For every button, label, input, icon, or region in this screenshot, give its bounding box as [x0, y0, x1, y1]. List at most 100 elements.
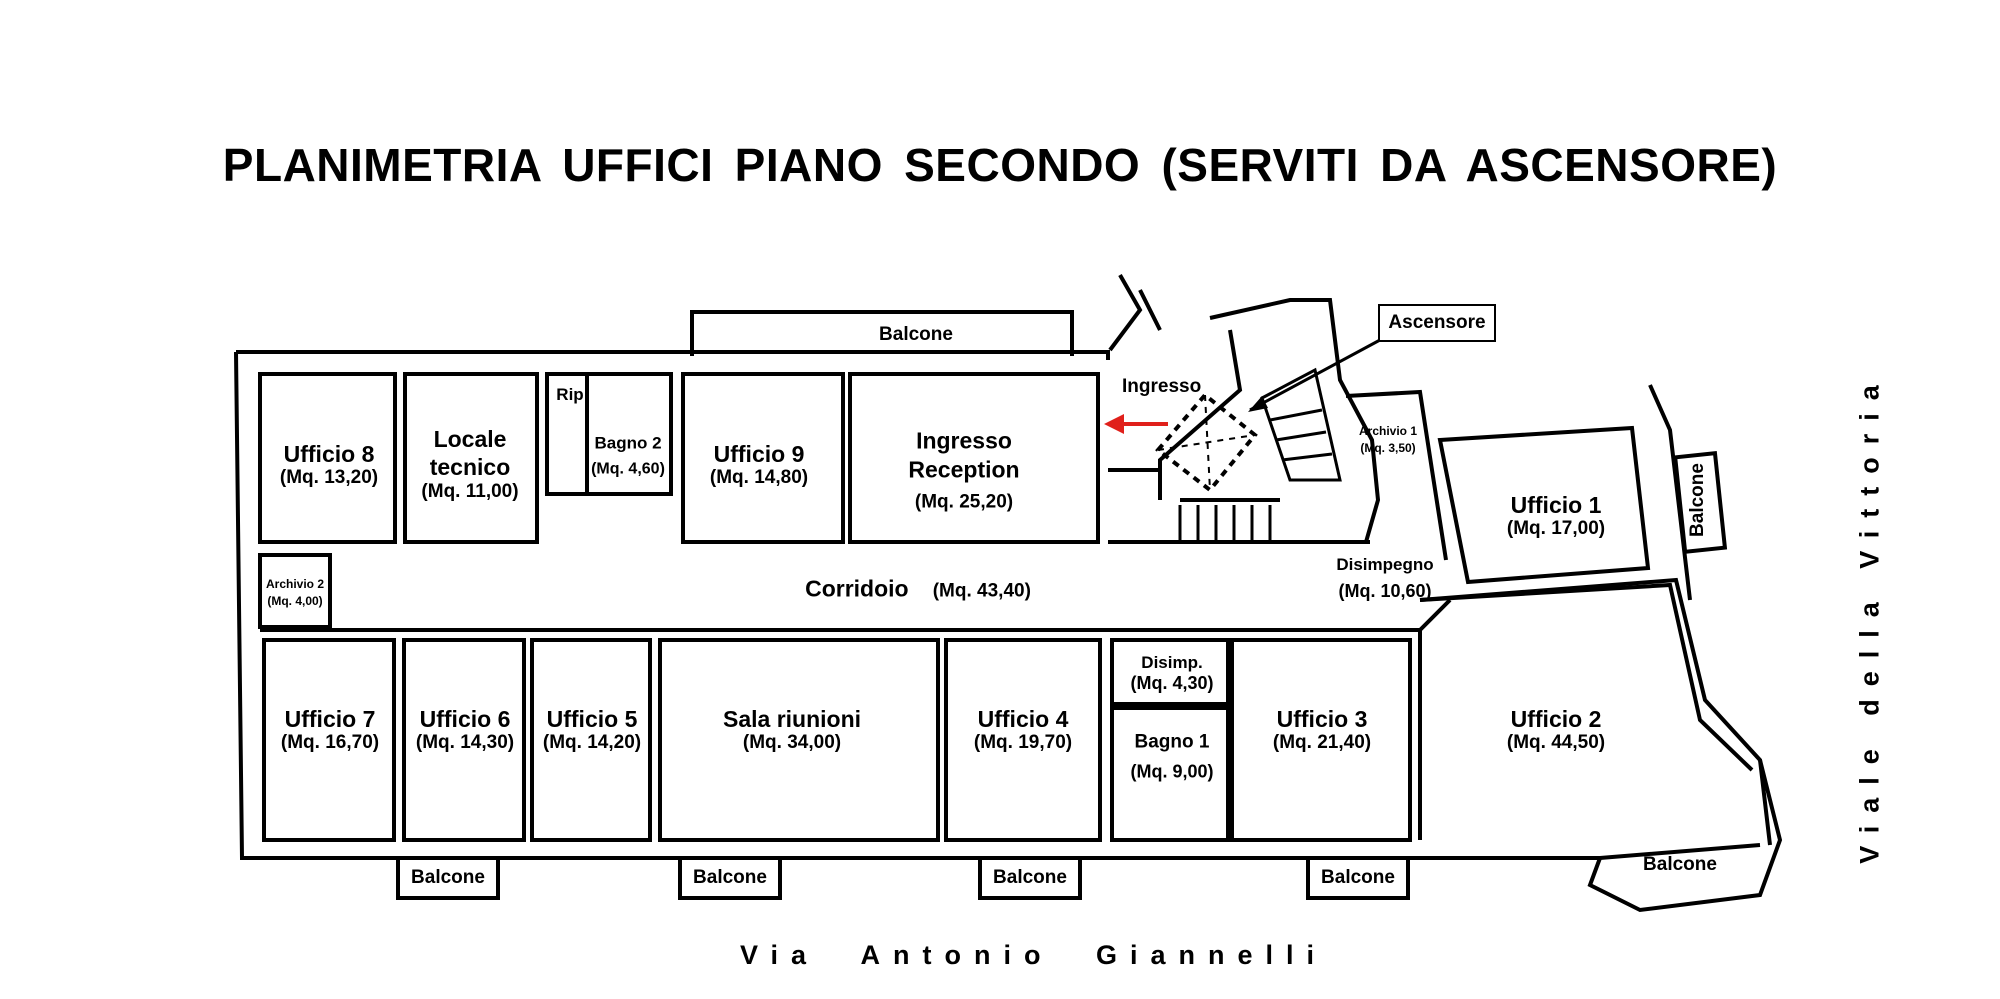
room-name: Sala riunioni	[722, 705, 862, 732]
room-area: (Mq. 3,50)	[1360, 441, 1416, 455]
room-area: (Mq. 14,80)	[709, 467, 809, 489]
wall-disimp	[1110, 638, 1230, 706]
wall-bagno1	[1110, 706, 1230, 842]
room-archivio2: Archivio 2 (Mq. 4,00)	[266, 576, 324, 610]
balcony-bottom2-outline	[678, 856, 782, 900]
wall-corridor-bottom	[260, 598, 1452, 632]
room-ingresso-reception: Ingresso Reception (Mq. 25,20)	[904, 426, 1024, 513]
balcony-bottom2-label: Balcone	[693, 867, 767, 888]
wall-archivio1	[1345, 389, 1448, 561]
room-ufficio1: Ufficio 1 (Mq. 17,00)	[1507, 492, 1605, 540]
wall-ufficio1	[1437, 425, 1651, 585]
room-ufficio9: Ufficio 9 (Mq. 14,80)	[710, 441, 808, 489]
room-name: Ingresso Reception	[908, 427, 1020, 483]
wall-archivio2	[258, 553, 332, 629]
stair-outer-wall	[1209, 298, 1381, 543]
balcony-bottom5-label: Balcone	[1643, 854, 1717, 875]
room-area: (Mq. 4,30)	[1130, 672, 1214, 693]
wall-ufficio4	[944, 638, 1102, 842]
room-area: (Mq. 9,00)	[1130, 761, 1214, 782]
wall-reception	[848, 372, 1100, 544]
balcony-bottom3-label: Balcone	[993, 867, 1067, 888]
room-area: (Mq. 17,00)	[1506, 518, 1606, 540]
room-area: (Mq. 19,70)	[973, 732, 1073, 754]
room-disimpegno: Disimpegno (Mq. 10,60)	[1336, 552, 1433, 605]
room-name: Bagno 2	[594, 433, 662, 453]
room-name: Archivio 1	[1358, 424, 1418, 439]
room-area: (Mq. 34,00)	[742, 732, 842, 754]
ascensore-pointer	[1249, 338, 1381, 412]
room-ufficio2: Ufficio 2 (Mq. 44,50)	[1507, 706, 1605, 754]
ingresso-label: Ingresso	[1122, 376, 1202, 397]
room-name: Corridoio	[805, 575, 909, 602]
stair-steps	[1178, 505, 1272, 540]
balcony-right-label: Balcone	[1687, 463, 1708, 537]
room-bagno1: Bagno 1 (Mq. 9,00)	[1130, 727, 1213, 786]
street-viale-della-vittoria: Viale della Vittoria	[1854, 372, 1885, 864]
room-ufficio8: Ufficio 8 (Mq. 13,20)	[280, 441, 378, 489]
room-name: Ufficio 1	[1510, 491, 1602, 518]
outer-wall	[234, 350, 1772, 860]
ascensore-arrowhead	[1248, 396, 1268, 412]
room-disimp: Disimp. (Mq. 4,30)	[1130, 653, 1213, 693]
entrance-arrow	[1104, 414, 1168, 434]
room-name: Ufficio 8	[283, 440, 375, 467]
room-name: Archivio 2	[265, 577, 325, 592]
room-name: Disimp.	[1141, 652, 1203, 672]
room-name: Rip	[556, 385, 584, 405]
wall-ufficio5	[530, 638, 652, 842]
room-name: Disimpegno	[1336, 554, 1434, 574]
balcony-bottom4-label: Balcone	[1321, 867, 1395, 888]
balcony-bottom1-outline	[396, 856, 500, 900]
wall-ufficio3	[1230, 638, 1412, 842]
wall-ufficio2	[1418, 582, 1754, 840]
wall-bagno2	[585, 372, 673, 496]
wall-ufficio8	[258, 372, 397, 544]
room-rip: Rip	[556, 385, 583, 405]
plan-title: PLANIMETRIA UFFICI PIANO SECONDO (SERVIT…	[222, 139, 1778, 191]
room-area: (Mq. 11,00)	[421, 481, 519, 503]
room-area: (Mq. 14,20)	[542, 732, 642, 754]
room-corridoio: Corridoio (Mq. 43,40)	[805, 576, 1031, 603]
balcony-bottom5-outline	[1587, 759, 1783, 913]
balcony-bottom3-outline	[978, 856, 1082, 900]
wall-ufficio9	[681, 372, 845, 544]
room-ufficio7: Ufficio 7 (Mq. 16,70)	[281, 706, 379, 754]
room-name: Bagno 1	[1134, 731, 1210, 753]
room-locale-tecnico: Locale tecnico (Mq. 11,00)	[415, 426, 525, 504]
room-sala-riunioni: Sala riunioni (Mq. 34,00)	[723, 706, 861, 754]
room-ufficio4: Ufficio 4 (Mq. 19,70)	[974, 706, 1072, 754]
room-area: (Mq. 16,70)	[280, 732, 380, 754]
balcony-bottom4-outline	[1306, 856, 1410, 900]
room-name: Ufficio 3	[1276, 705, 1368, 732]
street-via-antonio-giannelli: Via Antonio Giannelli	[740, 940, 1328, 970]
room-area: (Mq. 25,20)	[914, 490, 1014, 512]
room-area: (Mq. 4,60)	[591, 460, 665, 478]
room-area: (Mq. 10,60)	[1338, 580, 1432, 601]
room-area: (Mq. 4,00)	[267, 594, 323, 608]
room-bagno2: Bagno 2 (Mq. 4,60)	[591, 430, 665, 483]
wall-ufficio7	[262, 638, 396, 842]
room-archivio1: Archivio 1 (Mq. 3,50)	[1359, 423, 1417, 457]
room-ufficio6: Ufficio 6 (Mq. 14,30)	[416, 706, 514, 754]
room-name: Ufficio 2	[1510, 705, 1602, 732]
balcony-bottom1-label: Balcone	[411, 867, 485, 888]
room-name: Ufficio 4	[977, 705, 1069, 732]
stair-inner-wall	[1158, 329, 1243, 500]
wall-sala-riunioni	[658, 638, 940, 842]
ascensore-label: Ascensore	[1378, 304, 1496, 342]
room-area: (Mq. 21,40)	[1272, 732, 1372, 754]
room-ufficio5: Ufficio 5 (Mq. 14,20)	[543, 706, 641, 754]
room-name: Ufficio 7	[284, 705, 376, 732]
room-name: Locale tecnico	[429, 426, 511, 480]
balcony-top-label: Balcone	[879, 324, 953, 345]
wall-locale-tecnico	[403, 372, 539, 544]
wall-stair-area	[1108, 468, 1370, 544]
room-area: (Mq. 43,40)	[932, 580, 1031, 602]
wall-ufficio6	[402, 638, 526, 842]
light-well	[1108, 274, 1162, 352]
stair-flight	[1260, 367, 1342, 482]
room-name: Ufficio 5	[546, 705, 638, 732]
room-name: Ufficio 6	[419, 705, 511, 732]
